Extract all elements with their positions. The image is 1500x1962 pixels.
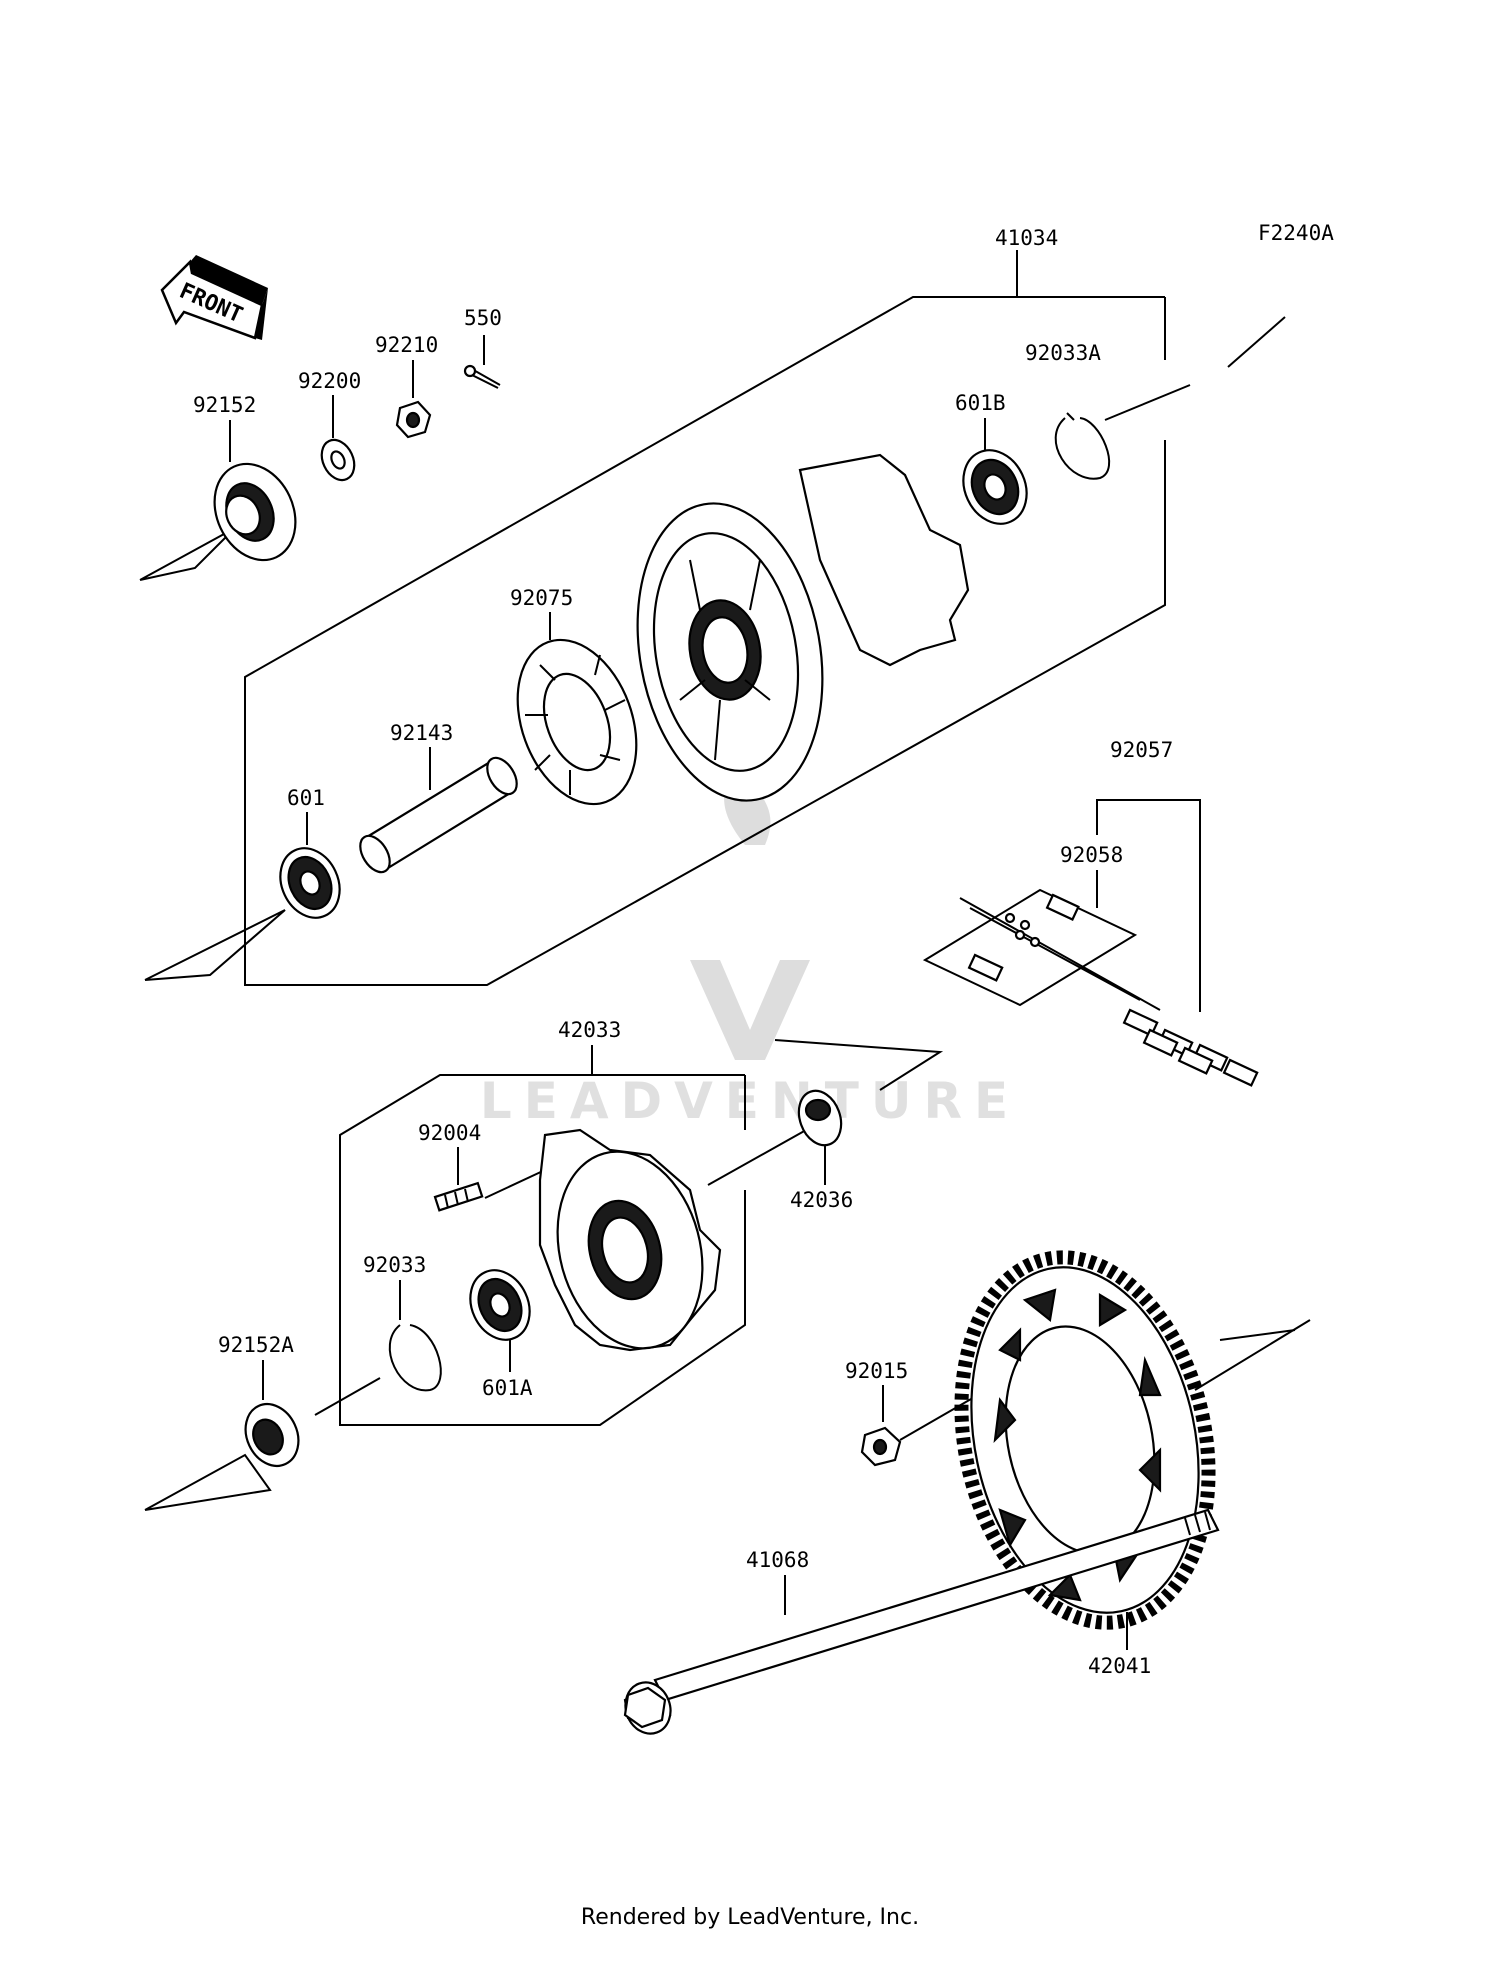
- footer-credit: Rendered by LeadVenture, Inc.: [580, 1905, 920, 1930]
- axis-line: [1104, 384, 1191, 421]
- axis-line: [707, 1124, 816, 1186]
- label-42033: 42033: [558, 1018, 621, 1042]
- axis-line: [139, 527, 236, 581]
- chain-92057: [922, 888, 1259, 1087]
- collar-92152A: [244, 1403, 300, 1467]
- castle-nut-92210: [395, 400, 432, 439]
- nut-92015: [860, 1426, 902, 1467]
- label-601: 601: [287, 786, 325, 810]
- label-92143: 92143: [390, 721, 453, 745]
- bearing-601: [279, 847, 341, 919]
- label-42041: 42041: [1088, 1654, 1151, 1678]
- label-601B: 601B: [955, 391, 1006, 415]
- washer-92200: [320, 438, 356, 482]
- label-92058: 92058: [1060, 843, 1123, 867]
- label-601A: 601A: [482, 1376, 533, 1400]
- axle-41068: [623, 1508, 1220, 1735]
- cotter-pin-550: [463, 364, 501, 389]
- bracket-92057: [1096, 799, 1201, 1012]
- axis-line: [144, 1453, 272, 1511]
- bearing-601A: [469, 1269, 531, 1341]
- collar-92152: [213, 462, 297, 562]
- bracket-42033: [339, 1045, 746, 1426]
- sleeve-92143: [359, 756, 518, 874]
- label-92004: 92004: [418, 1121, 481, 1145]
- label-92033: 92033: [363, 1253, 426, 1277]
- stud-92004: [433, 1181, 484, 1212]
- axis-line: [1194, 1319, 1311, 1391]
- watermark-text: LEADVENTURE: [480, 1072, 1020, 1130]
- circlip-92033: [388, 1324, 442, 1392]
- label-92015: 92015: [845, 1359, 908, 1383]
- damper-92075: [516, 638, 638, 806]
- label-41034: 41034: [995, 226, 1058, 250]
- axis-line: [774, 1039, 944, 1091]
- sprocket-hub: [538, 1128, 722, 1352]
- circlip-92033A: [1054, 412, 1111, 480]
- label-92152: 92152: [193, 393, 256, 417]
- label-92210: 92210: [375, 333, 438, 357]
- sprocket-42041: [954, 1250, 1216, 1630]
- front-arrow-icon: [160, 255, 268, 340]
- bracket-41034: [244, 250, 1166, 986]
- label-92200: 92200: [298, 369, 361, 393]
- axis-line: [144, 909, 286, 981]
- label-41068: 41068: [746, 1548, 809, 1572]
- label-42036: 42036: [790, 1188, 853, 1212]
- axis-line: [1219, 1329, 1296, 1341]
- label-92152A: 92152A: [218, 1333, 294, 1357]
- label-92033A: 92033A: [1025, 341, 1101, 365]
- label-550: 550: [464, 306, 502, 330]
- axis-line: [314, 1377, 381, 1416]
- bearing-601B: [962, 449, 1028, 525]
- label-92057: 92057: [1110, 738, 1173, 762]
- collar-42036: [797, 1089, 843, 1147]
- label-92075: 92075: [510, 586, 573, 610]
- diagram-id: F2240A: [1258, 221, 1334, 245]
- axis-line: [1227, 316, 1286, 368]
- wheel-hub: [636, 453, 970, 802]
